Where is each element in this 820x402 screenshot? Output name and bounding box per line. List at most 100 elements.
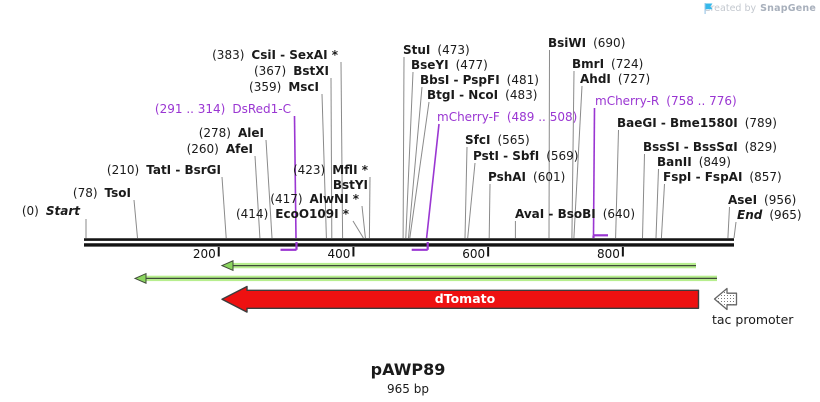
tac-promoter-arrow[interactable]	[713, 287, 738, 311]
site-label-mcherry-r[interactable]: mCherry-R(758 .. 776)	[595, 94, 737, 108]
site-label-pshai[interactable]: PshAI (601)	[488, 170, 565, 184]
site-label-msci-name: MscI	[288, 80, 319, 94]
site-label-fspi-fspai[interactable]: FspI - FspAI(857)	[663, 170, 782, 184]
leader-line-mcherry-r	[592, 107, 596, 236]
site-label-psti-sbfi[interactable]: PstI - SbfI(569)	[473, 149, 578, 163]
site-label-avai-bsobi-name: AvaI - BsoBI	[515, 207, 596, 221]
site-label-tati-bsrgi-pos: (210)	[106, 163, 140, 177]
site-label-banii-name: BanII	[657, 155, 692, 169]
site-label-start[interactable]: (0) Start	[22, 204, 80, 218]
leader-line-csii-sexai	[340, 61, 344, 239]
site-label-baegi-bme1580i-name: BaeGI - Bme1580I	[617, 116, 738, 130]
site-label-csii-sexai-name: CsiI - SexAI *	[251, 48, 338, 62]
site-label-bstxi-pos: (367)	[253, 64, 287, 78]
site-label-banii[interactable]: BanII(849)	[657, 155, 731, 169]
site-label-bsssi-pos: (829)	[744, 140, 777, 154]
site-label-psti-sbfi-pos: (569)	[546, 149, 579, 163]
site-label-end-pos: (965)	[769, 208, 802, 222]
leader-line-psti-sbfi	[467, 162, 476, 239]
site-label-asei[interactable]: AseI(956)	[728, 193, 796, 207]
site-label-fspi-fspai-name: FspI - FspAI	[663, 170, 743, 184]
leader-line-mfli	[368, 176, 371, 239]
created-by-text: Created by	[703, 3, 757, 14]
site-label-btgi-ncoi-pos: (483)	[505, 88, 538, 102]
leader-line-bbsi-pspfi	[408, 86, 423, 239]
site-label-afei[interactable]: (260)AfeI	[187, 142, 253, 156]
leader-line-tsoi	[133, 199, 138, 239]
site-label-alwni-name: AlwNI *	[309, 192, 359, 206]
leader-line-mcherry-f	[425, 123, 440, 239]
site-label-alei-pos: (278)	[198, 126, 231, 140]
site-label-bsssi[interactable]: BssSI - BssSαI(829)	[643, 140, 777, 154]
site-label-start-name: Start	[45, 204, 80, 218]
site-label-bsiwi[interactable]: BsiWI (690)	[548, 36, 625, 50]
site-label-alei-name: AleI	[237, 126, 264, 140]
leader-line-alei	[265, 139, 273, 239]
site-label-stui[interactable]: StuI(473)	[403, 43, 470, 57]
site-label-bstyi[interactable]: BstYI	[333, 178, 368, 192]
site-label-pshai-pos: (601)	[533, 170, 566, 184]
leader-line-asei	[727, 206, 730, 239]
leader-line-pshai	[488, 183, 491, 239]
site-label-bstxi[interactable]: (367)BstXI	[254, 64, 329, 78]
site-label-pshai-name: PshAI	[488, 170, 527, 184]
site-label-dsred1-c[interactable]: (291 .. 314)DsRed1-C	[155, 102, 291, 116]
site-label-bmri[interactable]: BmrI(724)	[572, 57, 643, 71]
leader-line-end	[733, 221, 737, 239]
site-label-eco0109i[interactable]: (414) EcoO109I *	[236, 207, 349, 221]
site-label-alwni[interactable]: (417)AlwNI *	[270, 192, 359, 206]
site-label-baegi-bme1580i-pos: (789)	[744, 116, 777, 130]
leader-line-baegi-bme1580i	[615, 129, 619, 239]
site-label-asei-name: AseI	[728, 193, 758, 207]
site-label-bseyi[interactable]: BseYI (477)	[411, 58, 488, 72]
site-label-bsiwi-name: BsiWI	[548, 36, 587, 50]
site-label-msci[interactable]: (359) MscI	[249, 80, 319, 94]
dtomato-arrow[interactable]	[221, 285, 700, 313]
site-label-csii-sexai[interactable]: (383)CsiI - SexAI *	[212, 48, 338, 62]
snapgene-brand-text: SnapGene	[760, 3, 816, 14]
leader-line-sfci	[464, 146, 468, 239]
site-label-btgi-ncoi-name: BtgI - NcoI	[427, 88, 499, 102]
site-label-alei[interactable]: (278) AleI	[199, 126, 264, 140]
site-label-sfci[interactable]: SfcI(565)	[465, 133, 530, 147]
site-label-mfli[interactable]: (423) MflI *	[293, 163, 368, 177]
site-label-mfli-pos: (423)	[292, 163, 326, 177]
ruler-tick-label-400: 400	[327, 247, 351, 261]
site-label-baegi-bme1580i[interactable]: BaeGI - Bme1580I (789)	[617, 116, 777, 130]
site-label-mfli-name: MflI *	[332, 163, 368, 177]
site-label-bmri-pos: (724)	[611, 57, 644, 71]
leader-line-stui	[402, 56, 405, 239]
site-label-eco0109i-name: EcoO109I *	[275, 207, 349, 221]
site-label-tati-bsrgi[interactable]: (210)TatI - BsrGI	[107, 163, 221, 177]
leader-line-dsred1-c	[293, 115, 297, 239]
site-label-avai-bsobi[interactable]: AvaI - BsoBI (640)	[515, 207, 635, 221]
site-label-tsoi[interactable]: (78)TsoI	[73, 186, 131, 200]
site-label-bseyi-pos: (477)	[455, 58, 488, 72]
dtomato-feature-label[interactable]: dTomato	[434, 291, 496, 306]
site-label-msci-pos: (359)	[249, 80, 282, 94]
leader-line-bsssi	[642, 153, 645, 239]
site-label-bbsi-pspfi[interactable]: BbsI - PspFI(481)	[420, 73, 539, 87]
site-label-bseyi-name: BseYI	[411, 58, 449, 72]
ruler-tick-label-600: 600	[462, 247, 486, 261]
leader-line-bstxi	[330, 77, 333, 239]
leader-line-alwni	[361, 205, 366, 239]
site-label-mcherry-r-pos: (758 .. 776)	[666, 94, 737, 108]
site-label-avai-bsobi-pos: (640)	[602, 207, 636, 221]
site-label-start-pos: (0)	[21, 204, 39, 218]
site-label-stui-pos: (473)	[437, 43, 470, 57]
site-label-eco0109i-pos: (414)	[235, 207, 269, 221]
site-label-end[interactable]: End(965)	[737, 208, 802, 222]
site-label-tsoi-pos: (78)	[72, 186, 98, 200]
site-label-btgi-ncoi[interactable]: BtgI - NcoI (483)	[427, 88, 537, 102]
site-label-ahdi[interactable]: AhdI(727)	[580, 72, 650, 86]
site-label-bbsi-pspfi-pos: (481)	[506, 73, 539, 87]
ruler-tick-label-800: 800	[596, 247, 620, 261]
plasmid-name: pAWP89	[370, 360, 446, 379]
snapgene-watermark: Created by SnapGene	[704, 3, 816, 15]
site-label-mcherry-f[interactable]: mCherry-F(489 .. 508)	[437, 110, 577, 124]
site-label-bsiwi-pos: (690)	[593, 36, 626, 50]
tac-promoter-label[interactable]: tac promoter	[712, 312, 794, 327]
plasmid-title-block: pAWP89 965 bp	[308, 361, 508, 397]
